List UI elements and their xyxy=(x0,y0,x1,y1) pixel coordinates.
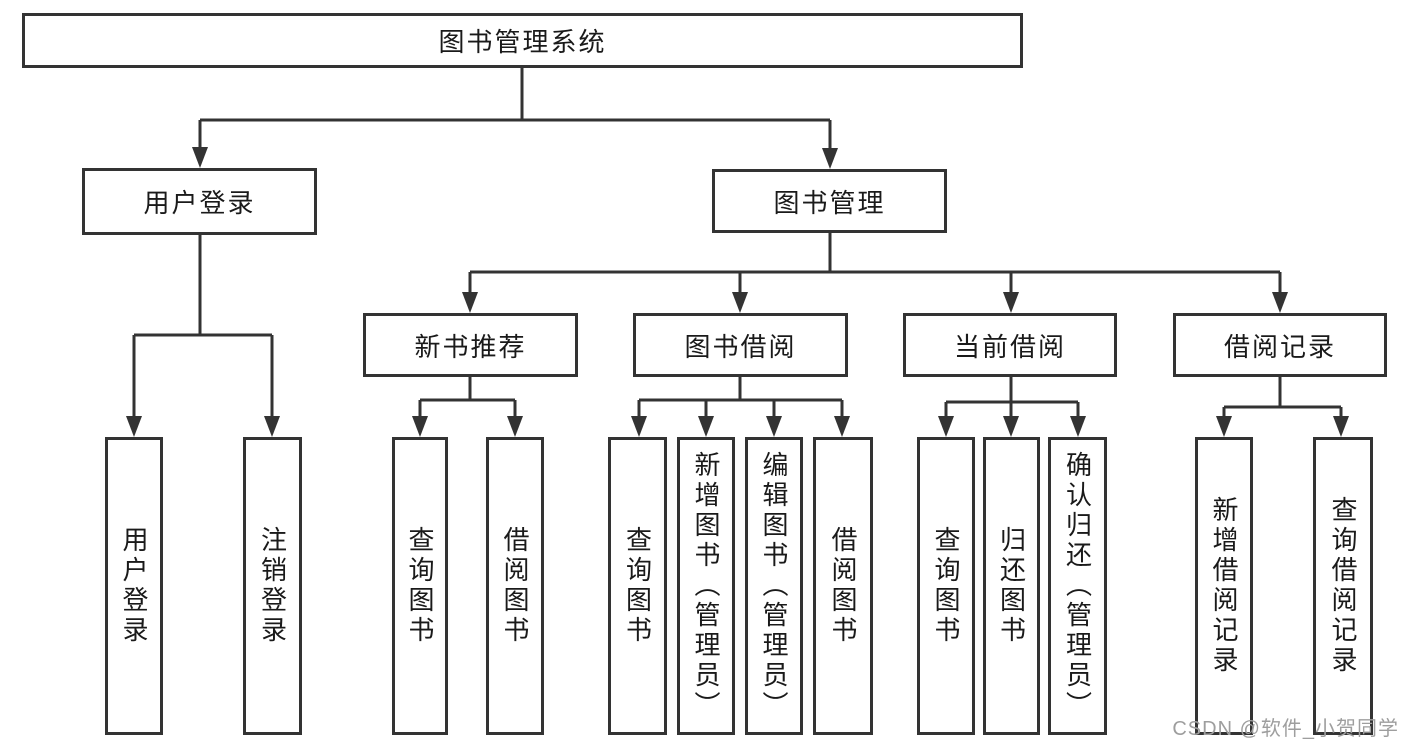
leaf-borrow-books-2: 借阅图书 xyxy=(813,437,873,735)
node-book-management: 图书管理 xyxy=(712,169,947,233)
node-current-borrow: 当前借阅 xyxy=(903,313,1117,377)
leaf-query-books-1: 查询图书 xyxy=(392,437,448,735)
node-borrow-records-label: 借阅记录 xyxy=(1223,331,1336,362)
leaf-user-login-label: 用户登录 xyxy=(119,526,149,646)
leaf-borrow-books-2-label: 借阅图书 xyxy=(828,526,858,646)
arrowhead-group xyxy=(126,147,1349,437)
leaf-logout: 注销登录 xyxy=(243,437,302,735)
leaf-edit-books-admin-label: 编辑图书（管理员） xyxy=(759,451,789,721)
node-new-book-recommend-label: 新书推荐 xyxy=(414,331,527,362)
leaf-query-books-2-label: 查询图书 xyxy=(622,526,653,646)
leaf-borrow-books-1-label: 借阅图书 xyxy=(500,526,530,646)
watermark: CSDN @软件_小贺同学 xyxy=(1172,718,1399,740)
leaf-query-borrow-record-label: 查询借阅记录 xyxy=(1328,496,1358,676)
leaf-add-books-admin: 新增图书（管理员） xyxy=(677,437,735,735)
node-root-system: 图书管理系统 xyxy=(22,13,1023,68)
leaf-return-books-label: 归还图书 xyxy=(996,526,1027,646)
node-new-book-recommend: 新书推荐 xyxy=(363,313,578,377)
leaf-add-books-admin-label: 新增图书（管理员） xyxy=(691,451,721,721)
node-book-management-label: 图书管理 xyxy=(773,187,886,218)
leaf-confirm-return-admin: 确认归还（管理员） xyxy=(1048,437,1107,735)
leaf-confirm-return-admin-label: 确认归还（管理员） xyxy=(1062,451,1093,721)
node-book-borrow-label: 图书借阅 xyxy=(684,331,797,362)
node-borrow-records: 借阅记录 xyxy=(1173,313,1387,377)
leaf-add-borrow-record-label: 新增借阅记录 xyxy=(1209,496,1239,676)
leaf-add-borrow-record: 新增借阅记录 xyxy=(1195,437,1253,735)
leaf-query-books-1-label: 查询图书 xyxy=(405,526,435,646)
leaf-edit-books-admin: 编辑图书（管理员） xyxy=(745,437,803,735)
leaf-query-books-3-label: 查询图书 xyxy=(931,526,961,646)
leaf-borrow-books-1: 借阅图书 xyxy=(486,437,544,735)
leaf-query-borrow-record: 查询借阅记录 xyxy=(1313,437,1373,735)
node-user-login-label: 用户登录 xyxy=(143,188,256,218)
leaf-logout-label: 注销登录 xyxy=(257,526,288,646)
node-current-borrow-label: 当前借阅 xyxy=(953,331,1066,362)
leaf-return-books: 归还图书 xyxy=(983,437,1040,735)
leaf-user-login: 用户登录 xyxy=(105,437,163,735)
node-book-borrow: 图书借阅 xyxy=(633,313,848,377)
leaf-query-books-2: 查询图书 xyxy=(608,437,667,735)
node-root-label: 图书管理系统 xyxy=(438,27,607,57)
leaf-query-books-3: 查询图书 xyxy=(917,437,975,735)
node-user-login: 用户登录 xyxy=(82,168,317,235)
